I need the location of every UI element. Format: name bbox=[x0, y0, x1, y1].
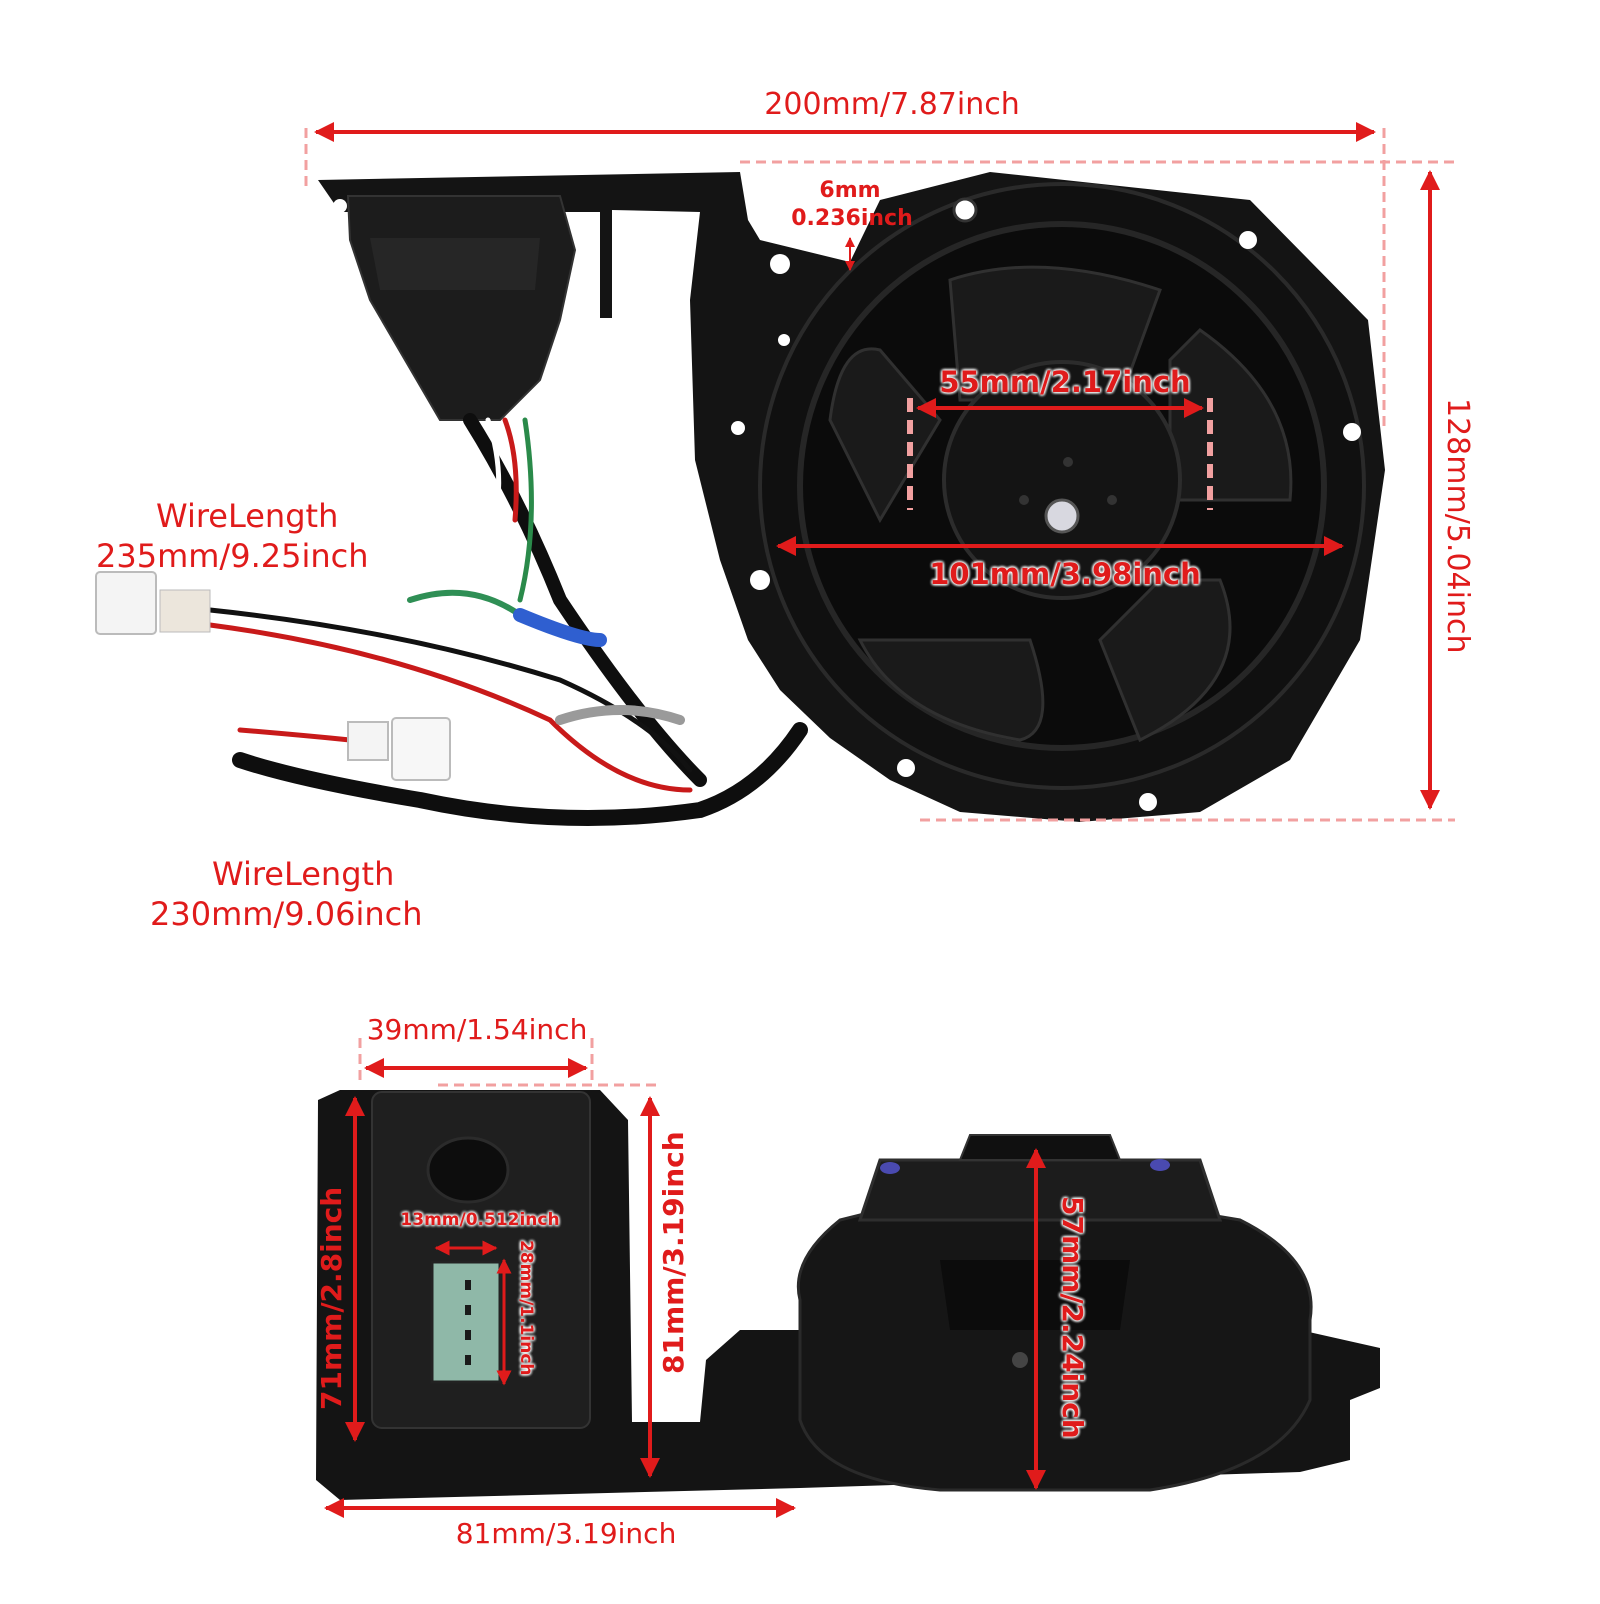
fan-blades bbox=[828, 265, 1293, 743]
wire-length-1-value: 235mm/9.25inch bbox=[96, 537, 369, 575]
wire-length-2-value: 230mm/9.06inch bbox=[150, 895, 423, 933]
screen-height-label: 28mm/1.1inch bbox=[516, 1240, 536, 1376]
screw-hole bbox=[1139, 793, 1157, 811]
mount-hole bbox=[778, 334, 790, 346]
connector-sleeve bbox=[159, 589, 211, 633]
controller-height-label: 71mm/2.8inch bbox=[315, 1186, 348, 1410]
connector-plug bbox=[347, 721, 389, 761]
top-view-guides bbox=[304, 128, 1455, 822]
connector-plug bbox=[95, 571, 157, 635]
overall-width-label: 200mm/7.87inch bbox=[764, 87, 1020, 122]
side-screw bbox=[880, 1162, 900, 1174]
fan-assembly-top-view bbox=[318, 172, 1385, 822]
screen-width-label: 13mm/0.512inch bbox=[400, 1210, 560, 1230]
fan-motor-top bbox=[958, 1134, 1122, 1161]
screw-hole bbox=[750, 570, 770, 590]
wiring-harness bbox=[207, 413, 808, 826]
controller-housing bbox=[346, 195, 577, 421]
mount-hole bbox=[333, 199, 347, 213]
controller-module bbox=[371, 1091, 591, 1429]
fan-assembly-side-view bbox=[316, 1090, 1380, 1500]
screw-hole bbox=[1239, 231, 1257, 249]
lcd-digits bbox=[465, 1280, 471, 1365]
side-view-dimension-arrows bbox=[324, 1058, 1046, 1518]
side-view-guides bbox=[358, 1038, 660, 1087]
hub-screw bbox=[1019, 495, 1029, 505]
controller-face bbox=[370, 238, 540, 290]
screw-hole bbox=[1343, 423, 1361, 441]
slot-width-label-in: 0.236inch bbox=[791, 206, 913, 231]
hub-screw bbox=[1107, 495, 1117, 505]
bracket-height-label: 81mm/3.19inch bbox=[657, 1131, 690, 1374]
slot-width-label-mm: 6mm bbox=[819, 178, 881, 203]
fan-body-side bbox=[796, 1178, 1313, 1492]
controller-width-label: 39mm/1.54inch bbox=[366, 1013, 588, 1046]
fan-depth-label: 57mm/2.24inch bbox=[1056, 1196, 1089, 1439]
wire-length-2-title: WireLength bbox=[212, 855, 395, 893]
screw-hole bbox=[952, 197, 978, 223]
mount-hole bbox=[731, 421, 745, 435]
top-view-dimension-arrows bbox=[314, 122, 1440, 810]
overall-height-label: 128mm/5.04inch bbox=[1440, 398, 1475, 654]
connector-plug bbox=[391, 717, 451, 781]
wire-length-1-title: WireLength bbox=[156, 497, 339, 535]
side-screw bbox=[1150, 1159, 1170, 1171]
hub-bearing bbox=[1044, 498, 1080, 534]
hub-screw bbox=[1063, 457, 1073, 467]
mount-slot bbox=[770, 254, 790, 274]
fan-diameter-label: 101mm/3.98inch bbox=[929, 557, 1201, 591]
screw-hole bbox=[897, 759, 915, 777]
bracket-width-label: 81mm/3.19inch bbox=[455, 1517, 677, 1550]
hub-diameter-label: 55mm/2.17inch bbox=[939, 365, 1191, 399]
control-button bbox=[426, 1136, 510, 1204]
mount-screw bbox=[1012, 1352, 1028, 1368]
